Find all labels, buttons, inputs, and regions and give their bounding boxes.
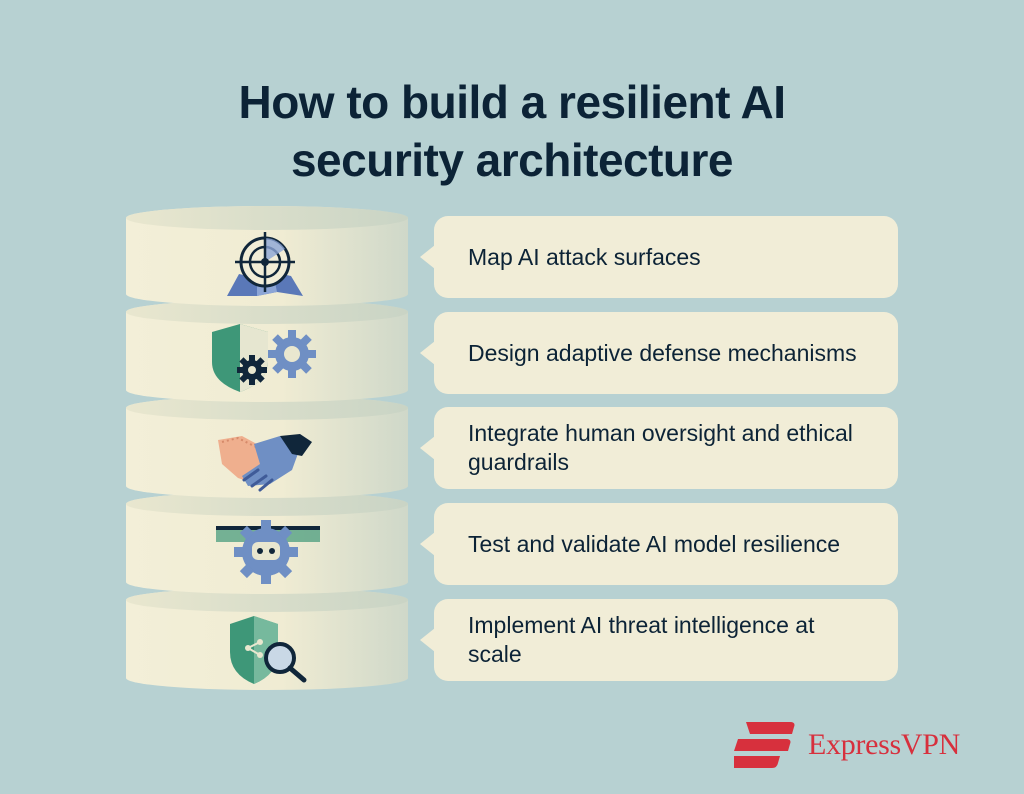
expressvpn-mark-icon	[734, 722, 795, 768]
title-line-1: How to build a resilient AI	[238, 75, 786, 128]
radar-map-icon	[227, 232, 303, 296]
brand-name: ExpressVPN	[808, 728, 960, 761]
step-4-label: Test and validate AI model resilience	[468, 530, 841, 557]
handshake-icon	[218, 434, 312, 492]
shield-search-icon	[230, 616, 307, 684]
step-2-bubble: Design adaptive defense mechanisms	[420, 312, 898, 394]
shield-gears-icon	[212, 324, 316, 392]
step-5-label: Implement AI threat intelligence at scal…	[468, 612, 815, 667]
title-line-2: security architecture	[290, 133, 734, 186]
step-2-label: Design adaptive defense mechanisms	[468, 339, 857, 366]
step-1-bubble: Map AI attack surfaces	[420, 216, 898, 298]
step-5-bubble: Implement AI threat intelligence at scal…	[420, 599, 898, 681]
step-1-label: Map AI attack surfaces	[468, 243, 701, 270]
step-4-bubble: Test and validate AI model resilience	[420, 503, 898, 585]
expressvpn-logo: ExpressVPN	[734, 722, 960, 768]
step-3-label: Integrate human oversight and ethical gu…	[468, 420, 853, 475]
page-title: How to build a resilient AI security arc…	[0, 73, 1024, 189]
step-3-bubble: Integrate human oversight and ethical gu…	[420, 407, 898, 489]
